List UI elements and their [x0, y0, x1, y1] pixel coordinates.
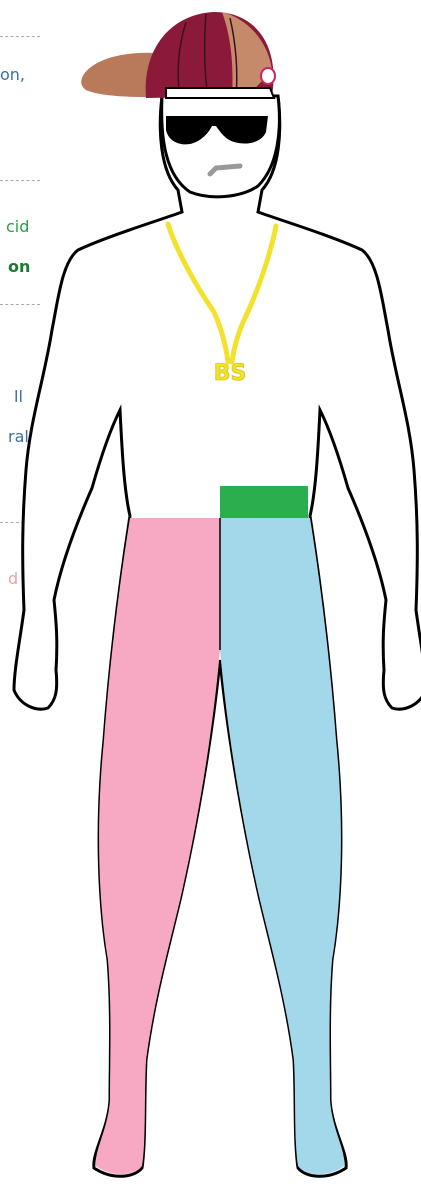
left-leg: [96, 518, 220, 1174]
necklace-pendant: BS: [214, 361, 247, 386]
waistband: [220, 486, 308, 518]
head: [162, 96, 280, 197]
right-leg: [220, 518, 344, 1174]
cap-band: [166, 88, 274, 98]
cap-side-clasp: [261, 68, 275, 84]
